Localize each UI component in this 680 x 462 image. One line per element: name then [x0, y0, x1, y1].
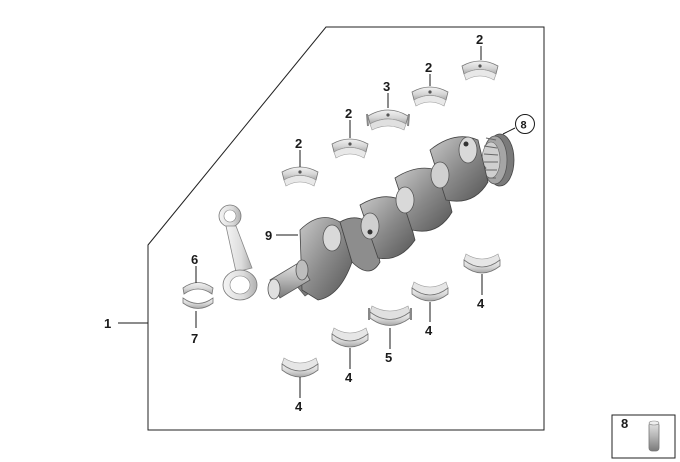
legend-number-8: 8	[621, 416, 628, 431]
main-bearing-shell-lower[interactable]	[331, 327, 369, 348]
callout-5: 5	[385, 350, 392, 365]
main-bearing-shell-upper[interactable]	[461, 60, 499, 81]
callout-9: 9	[265, 228, 272, 243]
callout-4: 4	[345, 370, 353, 385]
crank-pin-1	[322, 224, 342, 252]
callout-7: 7	[191, 331, 198, 346]
callout-8-circled: 8	[515, 114, 535, 134]
oil-hole	[463, 141, 469, 147]
crank-pin-2	[360, 212, 380, 240]
crank-pin-4	[430, 161, 450, 189]
callout-2: 2	[425, 60, 432, 75]
main-bearing-shell-lower[interactable]	[281, 357, 319, 378]
callout-1: 1	[104, 316, 111, 331]
assembly-frame	[147, 26, 545, 431]
crankshaft-gear	[481, 133, 515, 187]
callout-4: 4	[295, 399, 303, 414]
callout-4: 4	[425, 323, 433, 338]
callout-8: 8	[521, 120, 527, 132]
main-bearing-shell-lower[interactable]	[411, 281, 449, 302]
oil-hole	[367, 229, 373, 235]
main-bearing-shell-upper[interactable]	[411, 86, 449, 107]
rod-bearing-shell-upper[interactable]	[182, 282, 214, 295]
dowel-pin-icon	[648, 420, 660, 452]
legend-box	[611, 414, 676, 459]
callout-2: 2	[295, 136, 302, 151]
leader-lines	[118, 46, 516, 398]
thrust-bearing-shell[interactable]	[366, 109, 410, 131]
main-bearing-shell-upper[interactable]	[331, 138, 369, 159]
callout-2: 2	[476, 32, 483, 47]
callout-2: 2	[345, 106, 352, 121]
connecting-rod[interactable]	[218, 204, 258, 301]
callout-4: 4	[477, 296, 485, 311]
crank-pin-5	[458, 136, 478, 164]
thrust-bearing-shell-lower[interactable]	[368, 305, 412, 326]
crank-pin-3	[395, 186, 415, 214]
main-bearing-shell-lower[interactable]	[463, 253, 501, 274]
callout-3: 3	[383, 79, 390, 94]
callout-6: 6	[191, 252, 198, 267]
rod-bearing-shell-lower[interactable]	[182, 297, 214, 309]
main-bearing-shell-upper[interactable]	[281, 166, 319, 187]
crankshaft[interactable]	[267, 133, 515, 301]
crankshaft-snout	[267, 259, 311, 300]
